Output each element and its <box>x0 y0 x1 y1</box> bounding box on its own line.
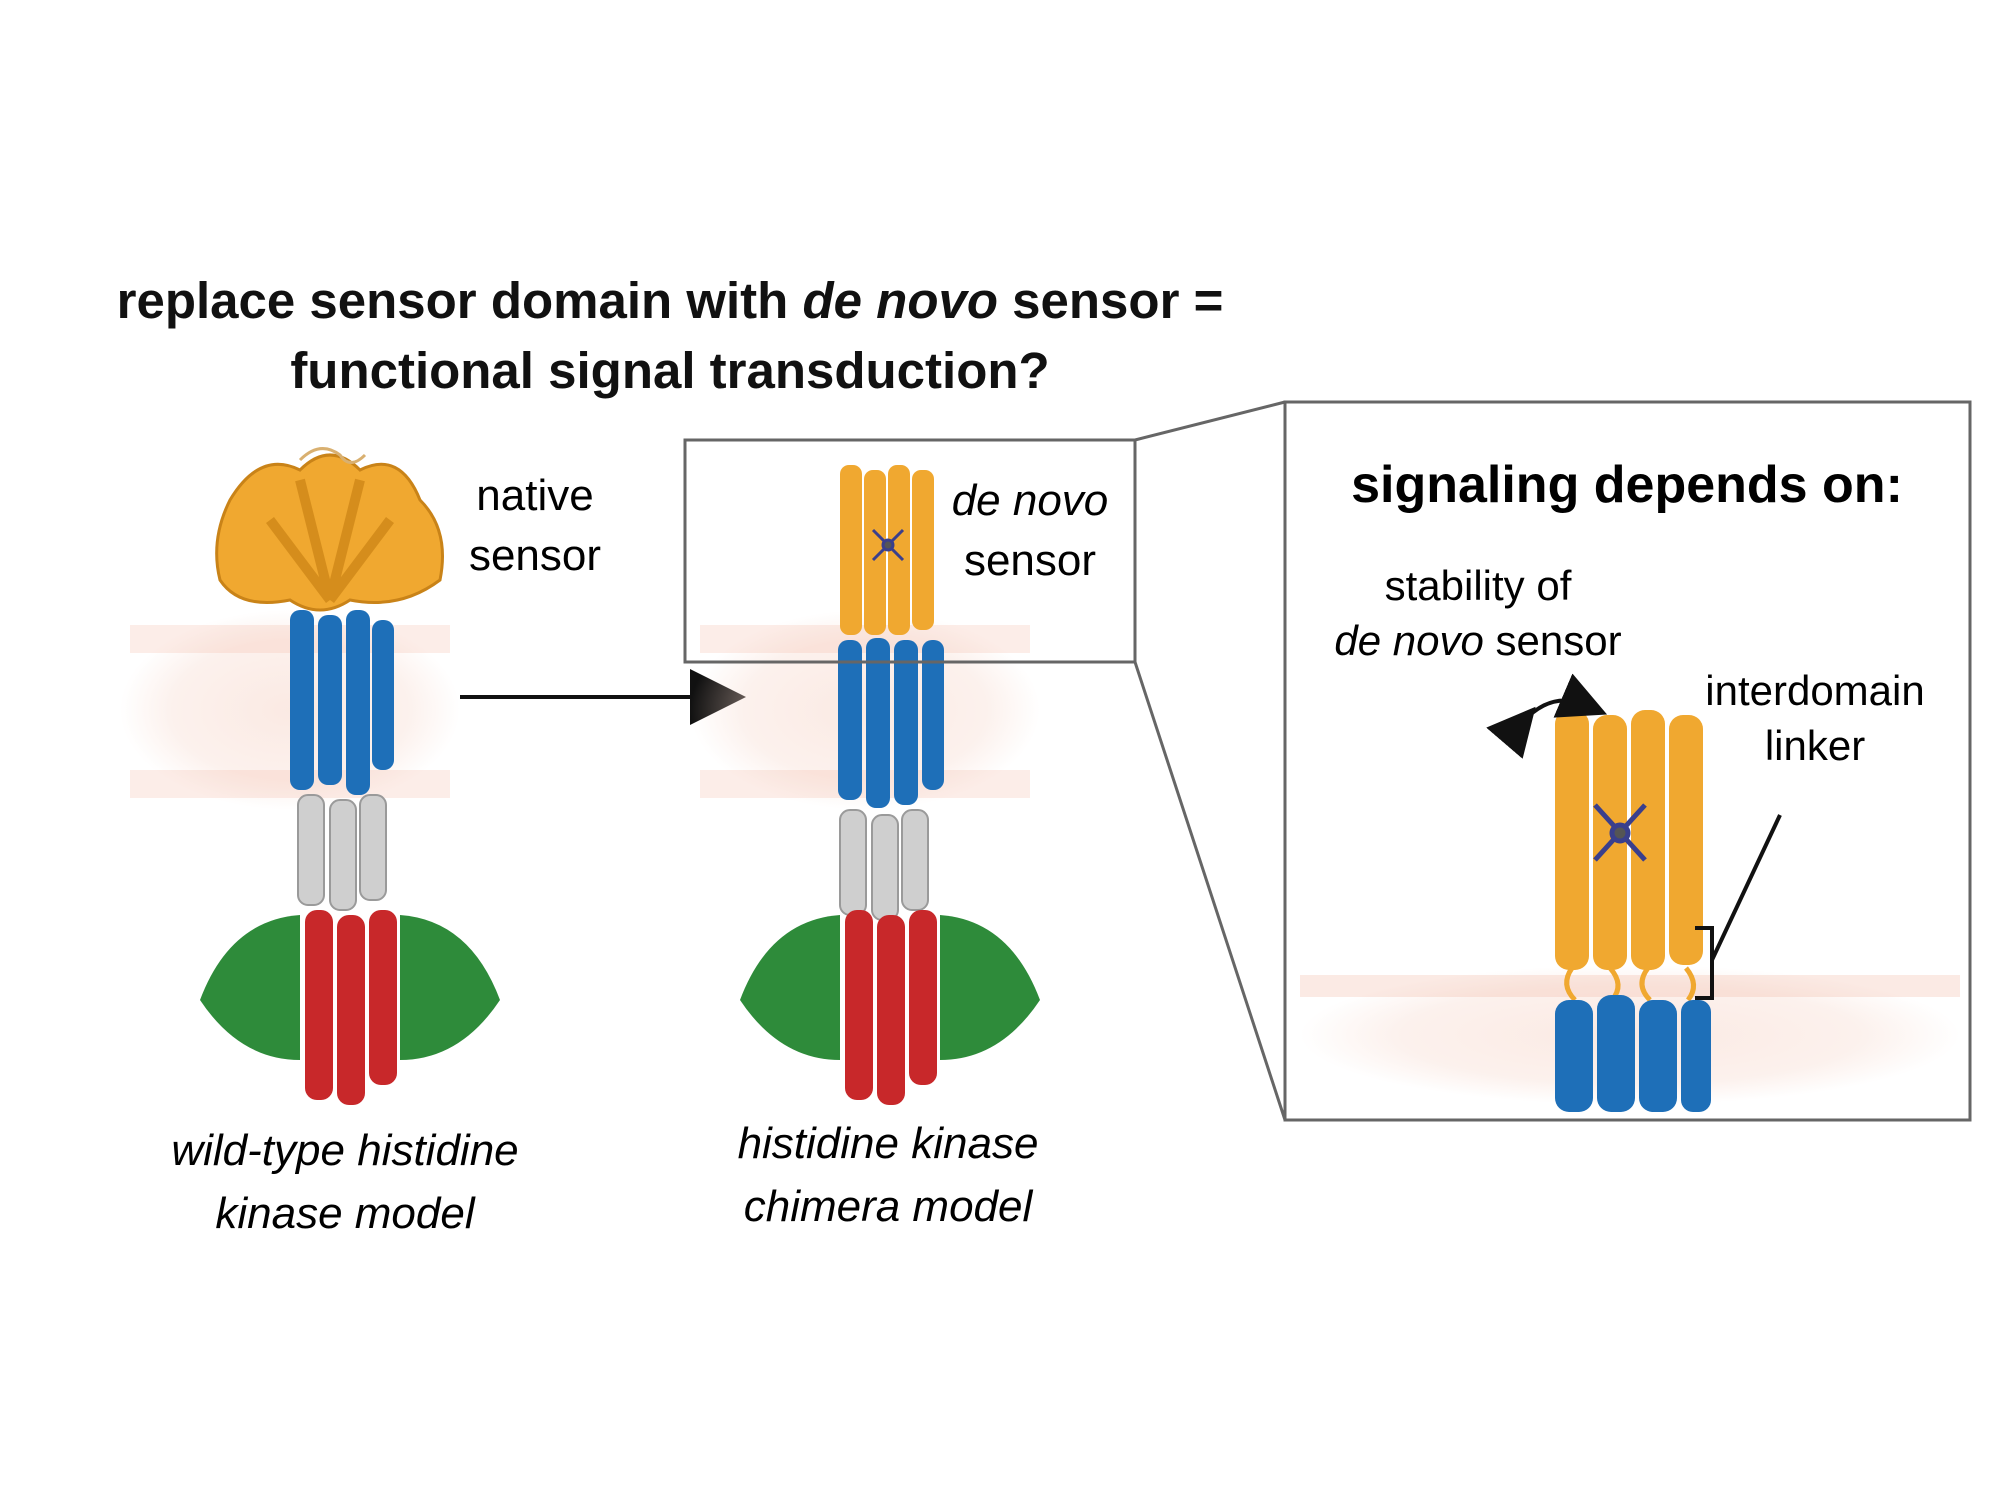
stability-label-rest: sensor <box>1484 617 1622 664</box>
zoom-source-box <box>683 438 1137 664</box>
transmembrane-helices-left <box>290 610 394 795</box>
de-novo-sensor-domain-middle <box>840 465 934 635</box>
figure-title-line2: functional signal transduction? <box>290 342 1050 399</box>
hamp-domain-middle <box>839 809 929 921</box>
de-novo-sensor-label-line1: de novo <box>952 476 1109 525</box>
linker-label-line1: interdomain <box>1705 667 1924 714</box>
rotation-arrow <box>1486 673 1608 759</box>
cofactor-middle <box>871 528 905 562</box>
chimera-kinase-structure <box>690 465 1040 1105</box>
native-sensor-domain <box>215 447 444 612</box>
transmembrane-helices-inset <box>1555 995 1711 1112</box>
membrane-band-middle <box>690 610 1040 810</box>
de-novo-sensor-label-line2: sensor <box>964 536 1096 585</box>
title-part-em: de novo <box>802 272 998 329</box>
linker-pointer <box>1710 814 1782 961</box>
transmembrane-helices-middle <box>838 638 944 808</box>
stability-label-line1: stability of <box>1385 562 1572 609</box>
stability-label-line2: de novo sensor <box>1334 617 1621 664</box>
title-part-a: replace sensor domain with <box>116 272 803 329</box>
native-sensor-label-line2: sensor <box>469 531 601 580</box>
native-sensor-label-line1: native <box>476 471 593 520</box>
interdomain-linker-inset <box>1564 966 1696 1002</box>
wild-type-caption-line1: wild-type histidine <box>171 1126 518 1175</box>
inset-heading: signaling depends on: <box>1351 456 1903 514</box>
kinase-domain-middle <box>740 910 1040 1105</box>
hamp-domain-left <box>297 794 387 911</box>
wild-type-kinase-structure <box>120 447 500 1105</box>
chimera-caption-line2: chimera model <box>744 1182 1034 1231</box>
wild-type-caption-line2: kinase model <box>215 1189 475 1238</box>
linker-bracket <box>1695 926 1714 1000</box>
stability-label-em: de novo <box>1334 617 1483 664</box>
cofactor-inset <box>1593 803 1647 862</box>
figure-title-line1: replace sensor domain with de novo senso… <box>0 271 1340 331</box>
zoom-line-bottom <box>1133 661 1287 1121</box>
kinase-domain-left <box>200 910 500 1105</box>
linker-label-line2: linker <box>1765 722 1865 769</box>
title-part-b: sensor = <box>998 272 1224 329</box>
chimera-caption-line1: histidine kinase <box>738 1119 1039 1168</box>
zoom-line-top <box>1134 400 1286 442</box>
